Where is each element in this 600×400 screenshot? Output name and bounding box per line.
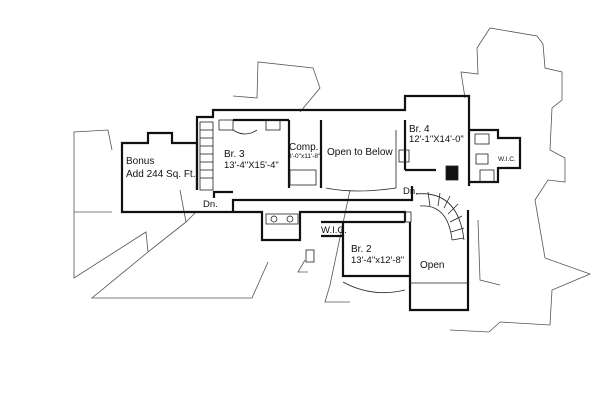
fixtures: [199, 119, 495, 294]
br2-label: Br. 2: [351, 244, 372, 255]
wic-br4-label: W.I.C.: [498, 156, 516, 163]
wic-hall-label: W.I.C.: [321, 225, 347, 236]
comp-label: Comp.: [289, 142, 318, 153]
open-area-label: Open: [420, 260, 444, 271]
br4-label: Br. 4: [409, 124, 430, 135]
stair-down-left-label: Dn.: [203, 199, 218, 210]
br2-dimensions: 13'-4"x12'-8": [351, 255, 404, 266]
bonus-room-label: Bonus: [126, 156, 154, 167]
walls: [120, 94, 522, 312]
br4-dimensions: 12'-1"X14'-0": [409, 134, 464, 145]
br3-dimensions: 13'-4"X15'-4": [224, 160, 279, 171]
stair-down-right-label: Dn.: [403, 186, 418, 197]
br3-label: Br. 3: [224, 149, 245, 160]
roof-outline: [73, 27, 592, 333]
bonus-room-note: Add 244 Sq. Ft.: [126, 169, 196, 180]
comp-dimensions: 8'-0"x11'-8": [288, 153, 321, 160]
open-to-below-label: Open to Below: [327, 147, 393, 158]
